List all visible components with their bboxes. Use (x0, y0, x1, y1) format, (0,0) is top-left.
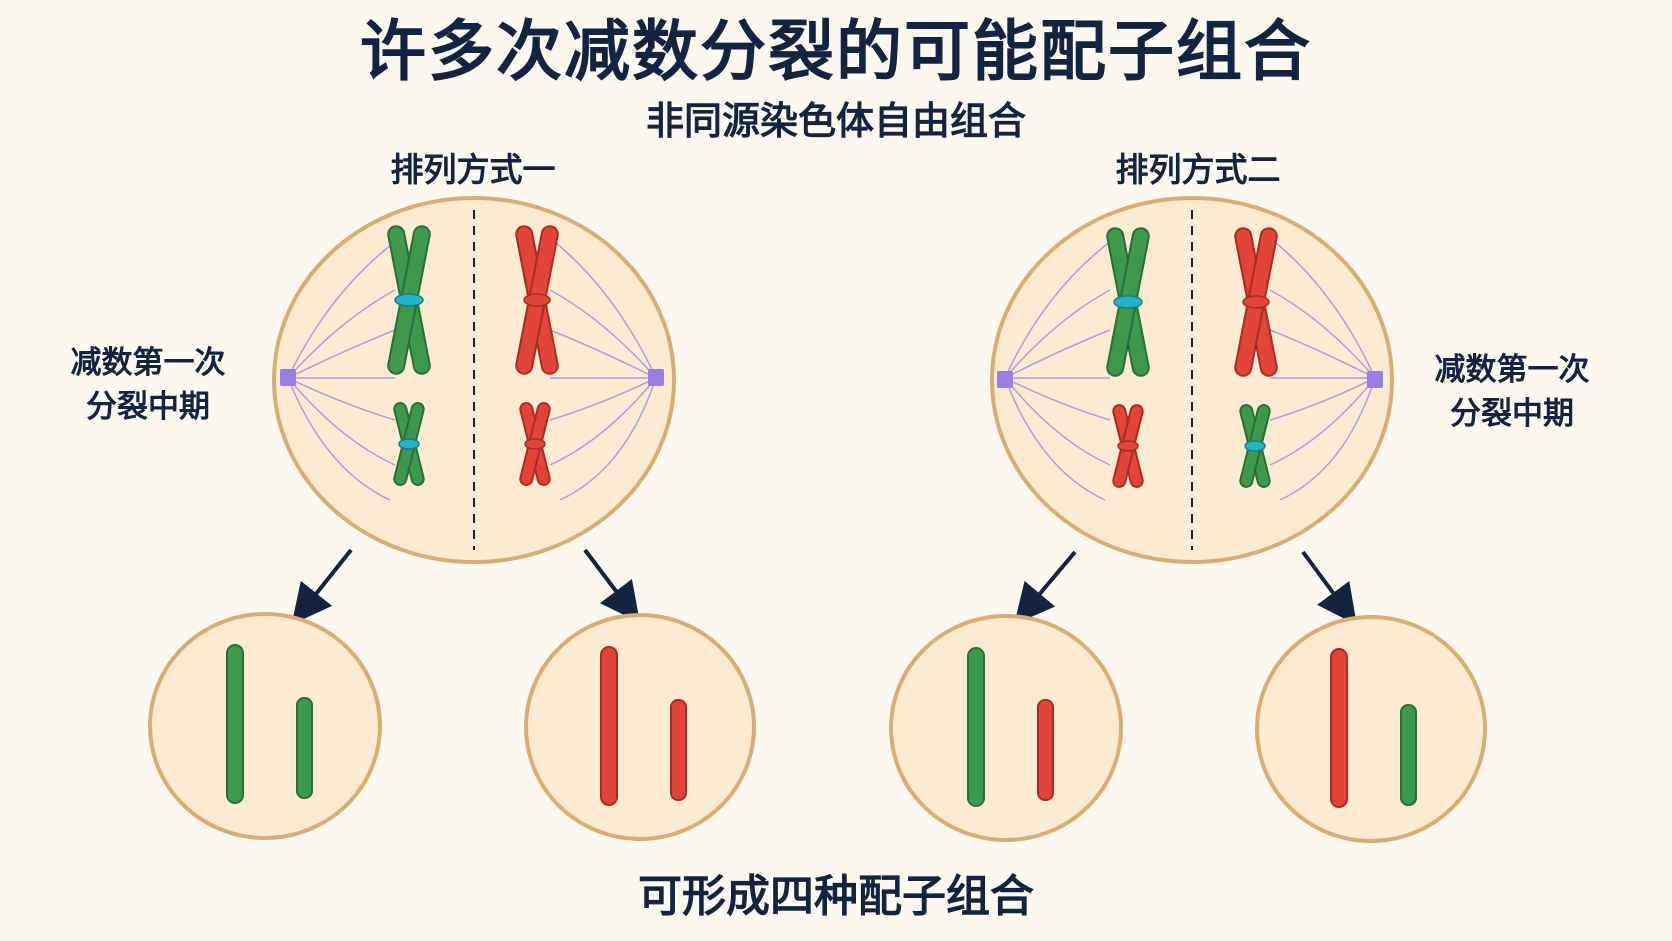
conclusion-text: 可形成四种配子组合 (638, 871, 1034, 922)
spindle-fibers (1004, 237, 1376, 501)
chromosome-small-green (393, 402, 425, 486)
chromosome-long-red (1330, 648, 1348, 808)
centrosome-right (1367, 371, 1383, 388)
arrow-icon (291, 548, 353, 625)
chromosome-short-green (296, 697, 313, 799)
cell-membrane (990, 196, 1394, 564)
chromosome-long-red (600, 646, 618, 806)
centrosome-left (280, 369, 296, 386)
page-title: 许多次减数分裂的可能配子组合 (360, 13, 1312, 90)
subtitle: 非同源染色体自由组合 (645, 99, 1026, 143)
chromosome-short-green (1400, 704, 1417, 806)
chromosome-short-red (1037, 699, 1054, 801)
stage-label-left-line1: 减数第一次 (70, 345, 226, 381)
chromosome-short-red (670, 699, 687, 801)
parent-cell-arrangement-one (272, 196, 676, 564)
chromosome-small-green (1239, 404, 1271, 488)
centrosome-right (648, 369, 664, 386)
chromosome-long-green (226, 644, 244, 804)
arrow-icon (1014, 550, 1077, 625)
stage-label-right-line2: 分裂中期 (1450, 396, 1574, 432)
division-arrows (291, 548, 1357, 626)
gamete-cell-3 (889, 614, 1123, 842)
chromosome-large-green (1106, 227, 1150, 377)
gamete-cell-1 (148, 612, 382, 840)
arrow-icon (1301, 550, 1357, 626)
chromosome-large-green (387, 225, 431, 375)
spindle-fibers (287, 237, 657, 501)
centrosome-left (997, 371, 1013, 388)
gamete-cell-4 (1255, 615, 1487, 843)
chromosome-long-green (967, 647, 985, 807)
stage-label-right: 减数第一次 分裂中期 (1402, 348, 1622, 436)
arrangement-one-label: 排列方式一 (390, 150, 556, 189)
arrangement-two-label: 排列方式二 (1115, 150, 1281, 189)
stage-label-right-line1: 减数第一次 (1434, 352, 1590, 388)
stage-label-left-line2: 分裂中期 (86, 389, 210, 425)
chromosome-large-red (1234, 227, 1278, 377)
chromosome-small-red (1112, 404, 1144, 488)
stage-label-left: 减数第一次 分裂中期 (38, 341, 258, 429)
parent-cell-arrangement-two (990, 196, 1394, 564)
arrow-icon (583, 548, 641, 623)
chromosome-small-red (519, 402, 551, 486)
cell-membrane (272, 196, 676, 564)
gamete-cell-2 (524, 613, 756, 841)
chromosome-large-red (515, 225, 559, 375)
